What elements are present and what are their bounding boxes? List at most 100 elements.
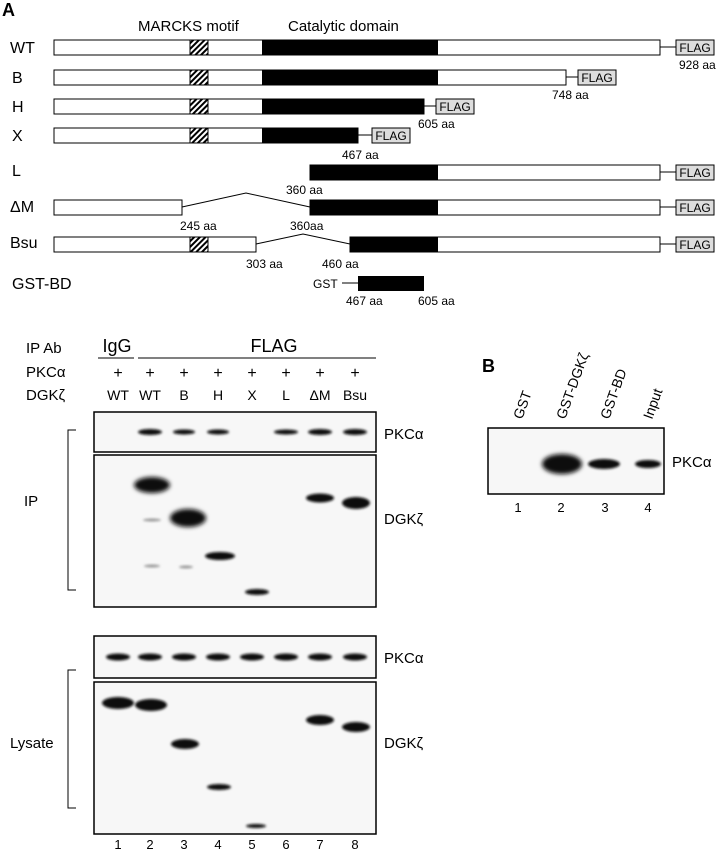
- panel-b-lane-label: GST-BD: [597, 367, 630, 421]
- marcks-motif-label: MARCKS motif: [138, 18, 240, 35]
- construct-name: Bsu: [10, 235, 38, 252]
- lane-number: 6: [282, 837, 289, 852]
- construct-l: L FLAG 360 aa: [12, 163, 715, 197]
- lysate-dgk-band: [207, 784, 231, 790]
- marcks-motif: [189, 69, 209, 86]
- aa-label: 245 aa: [180, 219, 217, 233]
- ip-nonspecific-band: [143, 518, 161, 522]
- igg-label: IgG: [102, 336, 131, 356]
- marcks-motif: [189, 98, 209, 115]
- aa-label: 605 aa: [418, 294, 455, 308]
- construct-b: B FLAG 748 aa: [12, 69, 617, 102]
- ip-group-label: IP: [24, 493, 38, 510]
- flag-tag: [371, 127, 411, 144]
- lane-number: 7: [316, 837, 323, 852]
- ip-pkc-band: [207, 429, 229, 435]
- catalytic-domain: [262, 70, 438, 85]
- construct-name: H: [12, 99, 24, 116]
- panel-b-lane-number: 3: [601, 500, 608, 515]
- ip-dgk-band: [205, 552, 235, 560]
- lane-number: 5: [248, 837, 255, 852]
- flag-ip-label: FLAG: [250, 336, 297, 356]
- panel-b-lane-number: 2: [557, 500, 564, 515]
- flag-tag-text: FLAG: [679, 41, 710, 55]
- lysate-dgk-band: [171, 739, 199, 749]
- pkc-plus-mark: +: [315, 365, 324, 382]
- panel-a-label: A: [2, 0, 15, 20]
- dgk-lane-label: B: [179, 387, 188, 403]
- lysate-pkc-band-label: PKCα: [384, 650, 424, 667]
- flag-tag-text: FLAG: [581, 71, 612, 85]
- construct-name: GST-BD: [12, 276, 72, 293]
- aa-label: 928 aa: [679, 58, 716, 72]
- dgk-lane-label: WT: [139, 387, 161, 403]
- lysate-pkc-band: [308, 653, 332, 661]
- panel-b-lane-number: 4: [644, 500, 651, 515]
- ip-dgk-band: [170, 509, 206, 527]
- catalytic-domain: [350, 237, 438, 252]
- catalytic-domain: [262, 128, 358, 143]
- lysate-pkc-blot: [93, 635, 377, 679]
- lysate-group-label: Lysate: [10, 735, 54, 752]
- gst-tag-text: GST: [313, 277, 338, 291]
- pkc-plus-mark: +: [247, 365, 256, 382]
- ip-ab-row-label: IP Ab: [26, 340, 62, 357]
- marcks-motif: [189, 236, 209, 253]
- catalytic-domain: [358, 276, 424, 291]
- ip-bracket: [67, 429, 76, 591]
- lysate-dgk-band: [102, 697, 134, 709]
- marcks-motif: [189, 39, 209, 56]
- ip-pkc-band: [138, 429, 162, 435]
- lane-number: 2: [146, 837, 153, 852]
- lysate-pkc-band: [172, 653, 196, 661]
- panel-b-band: [635, 460, 661, 468]
- pkc-row-label: PKCα: [26, 364, 66, 381]
- construct-bsu: Bsu FLAG 303 aa 460 aa: [10, 233, 715, 271]
- lane-number: 8: [351, 837, 358, 852]
- aa-label: 360 aa: [286, 183, 323, 197]
- pkc-plus-mark: +: [113, 365, 122, 382]
- pkc-plus-mark: +: [281, 365, 290, 382]
- catalytic-domain: [310, 165, 438, 180]
- panel-b-lane-label: GST-DGKζ: [553, 351, 592, 421]
- lysate-pkc-band: [138, 653, 162, 661]
- flag-tag-text: FLAG: [679, 166, 710, 180]
- panel-b-bands: [542, 454, 661, 474]
- flag-tag-text: FLAG: [679, 201, 710, 215]
- aa-label: 460 aa: [322, 257, 359, 271]
- lysate-pkc-band: [106, 653, 130, 661]
- construct-name: B: [12, 70, 23, 87]
- ip-pkc-band: [274, 429, 298, 435]
- flag-tag-text: FLAG: [375, 129, 406, 143]
- ip-nonspecific-band: [144, 564, 160, 568]
- pkc-plus-mark: +: [179, 365, 188, 382]
- flag-tag-text: FLAG: [679, 238, 710, 252]
- ip-dgk-band-label: DGKζ: [384, 511, 424, 528]
- flag-tag: [675, 236, 715, 253]
- catalytic-domain: [310, 200, 438, 215]
- dgk-lane-label: L: [282, 387, 290, 403]
- catalytic-domain-label: Catalytic domain: [288, 18, 399, 35]
- pkc-plus-mark: +: [350, 365, 359, 382]
- construct-wt: WT FLAG 928 aa: [10, 39, 716, 72]
- lysate-bracket: [67, 669, 76, 809]
- pkc-plus-mark: +: [213, 365, 222, 382]
- aa-label: 303 aa: [246, 257, 283, 271]
- dgk-lane-label: Bsu: [343, 387, 367, 403]
- panel-b-label: B: [482, 356, 495, 376]
- construct-name: X: [12, 128, 23, 145]
- aa-label: 748 aa: [552, 88, 589, 102]
- ip-dgk-band: [306, 493, 334, 503]
- panel-b-band: [588, 459, 620, 469]
- construct-name: WT: [10, 40, 35, 57]
- ip-bands: [134, 429, 370, 595]
- construct-h: H FLAG 605 aa: [12, 98, 475, 131]
- aa-label: 467 aa: [346, 294, 383, 308]
- pkc-plus-row: ++++++++: [113, 365, 359, 382]
- aa-label: 360aa: [290, 219, 324, 233]
- catalytic-domain: [262, 99, 424, 114]
- lane-number: 4: [214, 837, 221, 852]
